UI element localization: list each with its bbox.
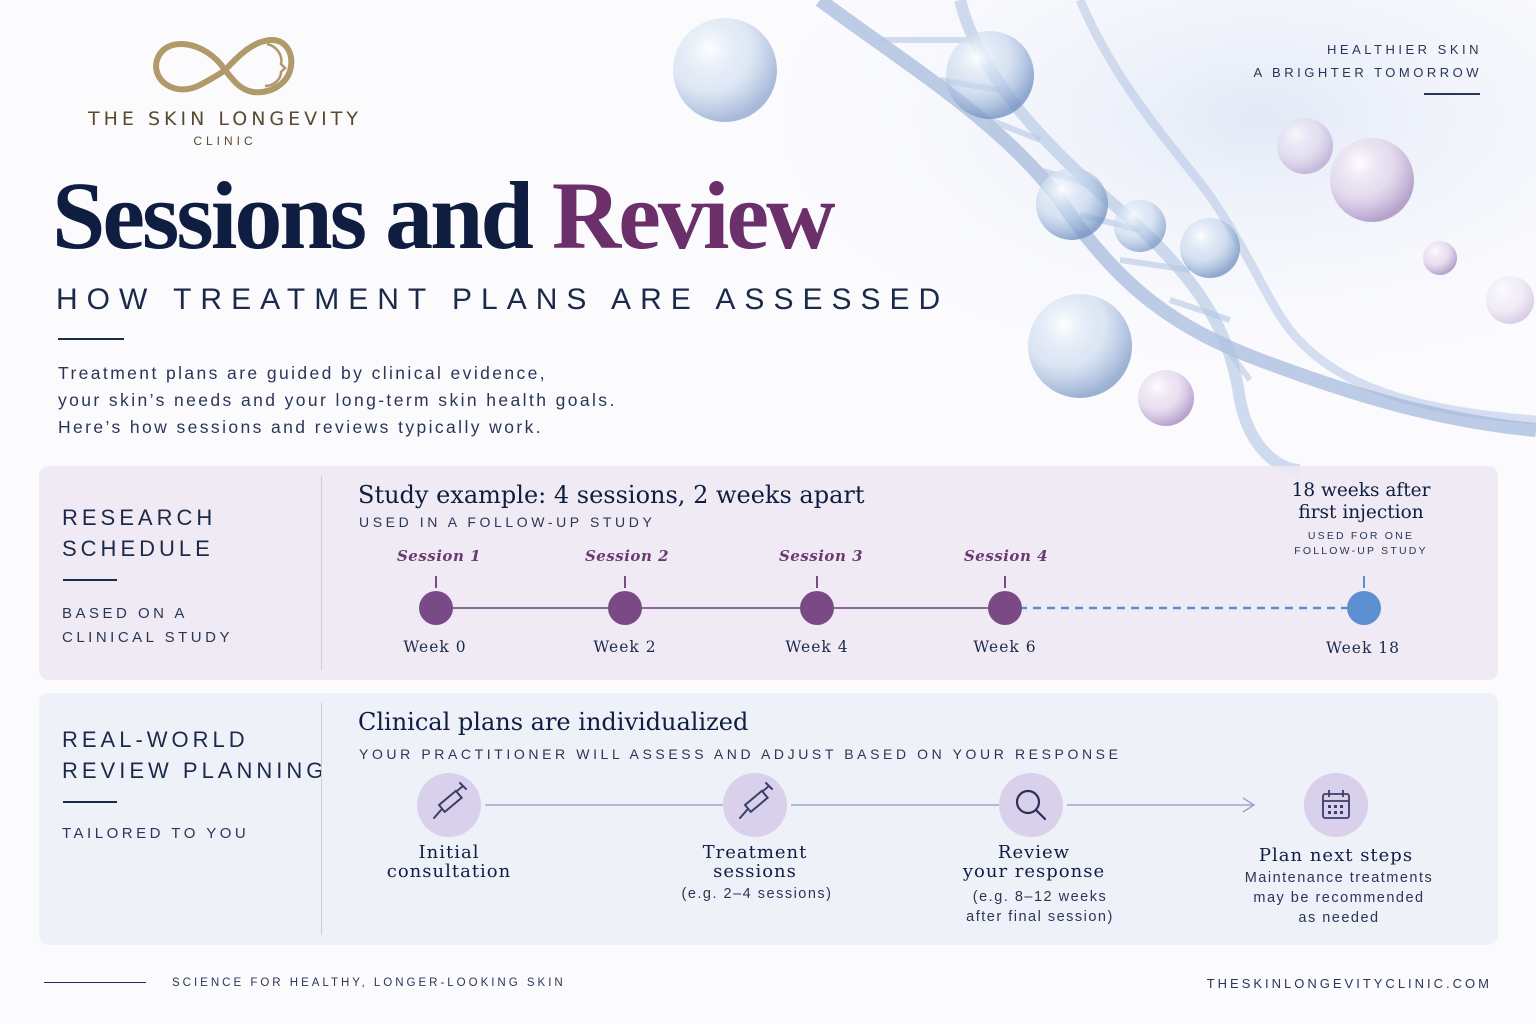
title-main: Sessions and: [52, 162, 534, 269]
research-side-title-line-1: RESEARCH: [62, 505, 217, 530]
final-dot: [1347, 591, 1381, 625]
real-side-rule: [63, 801, 117, 803]
research-side-note: BASED ON A CLINICAL STUDY: [62, 602, 233, 650]
step-4-note-line-2: may be recommended: [1253, 890, 1425, 906]
step-note-plan-next-steps: Maintenance treatments may be recommende…: [1209, 868, 1469, 928]
session-label-1: Session 1: [396, 547, 482, 565]
brand-logo: THE SKIN LONGEVITY CLINIC: [60, 30, 390, 160]
research-caption: USED IN A FOLLOW-UP STUDY: [359, 514, 656, 530]
final-followup-note: USED FOR ONE FOLLOW-UP STUDY: [1261, 529, 1461, 559]
footer-rule: [44, 982, 146, 983]
step-note-review-response: (e.g. 8–12 weeks after final session): [910, 887, 1170, 927]
real-side-title-line-2: REVIEW PLANNING: [62, 758, 328, 783]
session-label-3: Session 3: [778, 547, 864, 565]
process-connectors: [485, 797, 1256, 813]
intro-line-2: your skin’s needs and your long-term ski…: [58, 390, 617, 410]
step-3-title-line-2: your response: [962, 861, 1106, 882]
step-3-title-line-1: Review: [997, 842, 1071, 863]
week-label-4: Week 6: [973, 638, 1037, 656]
real-caption: YOUR PRACTITIONER WILL ASSESS AND ADJUST…: [359, 746, 1122, 762]
magnifier-icon: [999, 773, 1063, 837]
session-dot-2: [608, 591, 642, 625]
final-followup-label: 18 weeks after first injection: [1261, 480, 1461, 524]
step-note-treatment-sessions: (e.g. 2–4 sessions): [681, 886, 833, 902]
connector-arrow: [1242, 797, 1256, 813]
tagline-line-2: A BRIGHTER TOMORROW: [1253, 65, 1482, 80]
session-dot-3: [800, 591, 834, 625]
real-heading: Clinical plans are individualized: [358, 708, 749, 736]
title-accent: Review: [551, 162, 836, 269]
session-dot-4: [988, 591, 1022, 625]
calendar-icon: [1304, 773, 1368, 837]
week-label-final: Week 18: [1325, 639, 1401, 657]
syringe-icon: [723, 773, 787, 837]
real-divider: [321, 703, 322, 935]
step-title-plan-next-steps: Plan next steps: [1258, 845, 1414, 866]
tagline-line-1: HEALTHIER SKIN: [1327, 42, 1482, 57]
research-schedule-panel: RESEARCH SCHEDULE BASED ON A CLINICAL ST…: [39, 466, 1498, 680]
step-1-title-line-2: consultation: [386, 861, 512, 882]
footer-website-link[interactable]: THESKINLONGEVITYCLINIC.COM: [1206, 976, 1492, 991]
week-label-1: Week 0: [403, 638, 467, 656]
step-title-review-response: Review your response: [924, 843, 1144, 881]
step-4-note-line-3: as needed: [1298, 910, 1380, 926]
session-label-2: Session 2: [584, 547, 670, 565]
intro-line-1: Treatment plans are guided by clinical e…: [58, 363, 548, 383]
footer-slogan: SCIENCE FOR HEALTHY, LONGER-LOOKING SKIN: [172, 977, 566, 989]
intro-line-3: Here’s how sessions and reviews typicall…: [58, 417, 543, 437]
page-subtitle: HOW TREATMENT PLANS ARE ASSESSED: [56, 283, 950, 316]
step-3-note-line-2: after final session): [966, 909, 1114, 925]
research-side-rule: [63, 579, 117, 581]
final-label-line-1: 18 weeks after: [1291, 480, 1431, 501]
session-timeline: [419, 576, 1381, 625]
tagline-rule: [1424, 93, 1480, 95]
page-title: Sessions and Review: [52, 160, 836, 271]
research-side-note-line-2: CLINICAL STUDY: [62, 629, 233, 646]
tagline: HEALTHIER SKIN A BRIGHTER TOMORROW: [1253, 38, 1482, 84]
step-title-treatment-sessions: Treatment sessions: [645, 843, 865, 881]
session-dot-1: [419, 591, 453, 625]
step-title-initial-consultation: Initial consultation: [339, 843, 559, 881]
step-2-title-line-1: Treatment: [702, 842, 808, 863]
week-label-2: Week 2: [593, 638, 657, 656]
final-note-line-2: FOLLOW-UP STUDY: [1294, 545, 1428, 557]
real-side-title: REAL-WORLD REVIEW PLANNING: [62, 724, 327, 786]
research-divider: [321, 476, 322, 670]
research-side-title: RESEARCH SCHEDULE: [62, 502, 216, 564]
subtitle-rule: [58, 338, 124, 340]
real-side-note: TAILORED TO YOU: [62, 825, 250, 842]
research-heading: Study example: 4 sessions, 2 weeks apart: [358, 481, 865, 509]
brand-name: THE SKIN LONGEVITY: [88, 108, 362, 130]
final-note-line-1: USED FOR ONE: [1307, 530, 1415, 542]
final-label-line-2: first injection: [1298, 502, 1424, 523]
session-label-4: Session 4: [963, 547, 1049, 565]
intro-text: Treatment plans are guided by clinical e…: [58, 360, 778, 441]
syringe-icon: [417, 773, 481, 837]
real-world-review-panel: REAL-WORLD REVIEW PLANNING TAILORED TO Y…: [39, 693, 1498, 945]
week-label-3: Week 4: [785, 638, 849, 656]
step-1-title-line-1: Initial: [418, 842, 480, 863]
step-2-title-line-2: sessions: [713, 861, 797, 882]
step-3-note-line-1: (e.g. 8–12 weeks: [972, 889, 1108, 905]
infinity-face-icon: [153, 37, 295, 96]
real-side-title-line-1: REAL-WORLD: [62, 727, 249, 752]
research-side-note-line-1: BASED ON A: [62, 605, 188, 622]
brand-sub: CLINIC: [193, 134, 257, 148]
research-side-title-line-2: SCHEDULE: [62, 536, 214, 561]
step-4-note-line-1: Maintenance treatments: [1244, 870, 1434, 886]
